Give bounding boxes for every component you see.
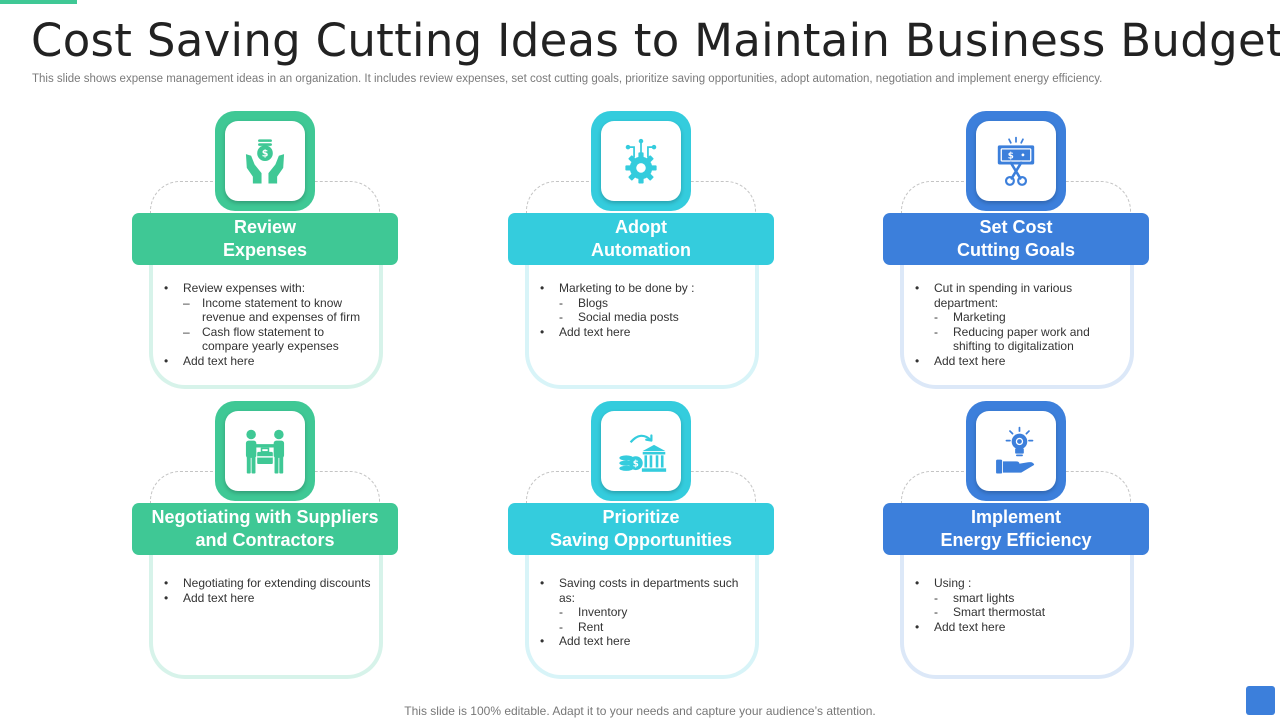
- list-item: Negotiating for extending discounts: [164, 576, 374, 591]
- icon-tile: $: [215, 111, 315, 211]
- list-item: Cut in spending in various department:: [915, 281, 1125, 310]
- card-body: Review expenses with: Income statement t…: [164, 281, 374, 368]
- list-item: Add text here: [915, 620, 1125, 635]
- icon-tile: [591, 111, 691, 211]
- svg-text:$: $: [1008, 151, 1014, 161]
- list-item: Add text here: [164, 591, 374, 606]
- list-item: Cash flow statement to compare yearly ex…: [164, 325, 374, 354]
- slide-title: Cost Saving Cutting Ideas to Maintain Bu…: [31, 14, 1280, 67]
- icon-tile: [215, 401, 315, 501]
- list-item: Add text here: [540, 634, 750, 649]
- card-frame: [900, 551, 1134, 679]
- card-frame: [525, 551, 759, 679]
- svg-text:$: $: [633, 460, 639, 470]
- list-item: Using :: [915, 576, 1125, 591]
- card-frame: [900, 261, 1134, 389]
- list-item: Marketing: [915, 310, 1125, 325]
- list-item: Add text here: [540, 325, 750, 340]
- list-item: Social media posts: [540, 310, 750, 325]
- card-frame: [149, 261, 383, 389]
- hands-money-icon: $: [245, 139, 285, 184]
- icon-tile: $: [591, 401, 691, 501]
- slide-subtitle: This slide shows expense management idea…: [32, 73, 1103, 85]
- list-item: Rent: [540, 620, 750, 635]
- top-accent-bar: [0, 0, 77, 4]
- list-item: Review expenses with:: [164, 281, 374, 296]
- list-item: Reducing paper work and shifting to digi…: [915, 325, 1125, 354]
- list-item: Blogs: [540, 296, 750, 311]
- list-item: smart lights: [915, 591, 1125, 606]
- icon-tile: [966, 401, 1066, 501]
- coins-bank-icon: $: [619, 434, 667, 472]
- lightbulb-hand-icon: [996, 426, 1035, 474]
- banknote-scissors-icon: $: [997, 136, 1035, 186]
- card-body: Using : smart lights Smart thermostat Ad…: [915, 576, 1125, 634]
- list-item: Marketing to be done by :: [540, 281, 750, 296]
- slide-footer: This slide is 100% editable. Adapt it to…: [404, 704, 876, 718]
- list-item: Smart thermostat: [915, 605, 1125, 620]
- svg-text:$: $: [262, 149, 269, 160]
- card-body: Negotiating for extending discounts Add …: [164, 576, 374, 605]
- card-body: Saving costs in departments such as: Inv…: [540, 576, 750, 649]
- handshake-briefcase-icon: [245, 429, 285, 474]
- icon-tile: $: [966, 111, 1066, 211]
- card-body: Cut in spending in various department: M…: [915, 281, 1125, 368]
- card-frame: [525, 261, 759, 389]
- list-item: Saving costs in departments such as:: [540, 576, 750, 605]
- gear-circuit-icon: [625, 138, 657, 184]
- list-item: Add text here: [164, 354, 374, 369]
- list-item: Add text here: [915, 354, 1125, 369]
- corner-square: [1246, 686, 1275, 715]
- card-body: Marketing to be done by : Blogs Social m…: [540, 281, 750, 339]
- card-frame: [149, 551, 383, 679]
- list-item: Income statement to know revenue and exp…: [164, 296, 374, 325]
- list-item: Inventory: [540, 605, 750, 620]
